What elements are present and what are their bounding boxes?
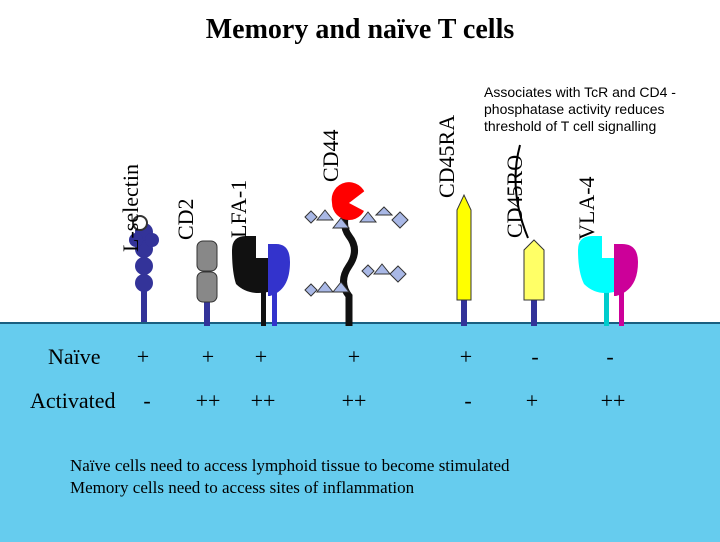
naive-cd45ra: + bbox=[459, 344, 473, 369]
footer-line-naive: Naïve cells need to access lymphoid tiss… bbox=[70, 456, 510, 475]
naive-lfa1: + bbox=[254, 344, 268, 369]
lfa1-molecule bbox=[232, 236, 290, 326]
molecule-label-cd45ra: CD45RA bbox=[434, 114, 459, 198]
molecule-label-vla4: VLA-4 bbox=[574, 176, 599, 240]
activated-cd45ro: + bbox=[525, 388, 539, 413]
activated-cd44: ++ bbox=[341, 388, 367, 413]
cd45ro-annotation: Associates with TcR and CD4 - phosphatas… bbox=[484, 84, 676, 134]
naive-cd45ro: - bbox=[531, 344, 539, 369]
vla4-molecule bbox=[578, 236, 638, 326]
naive-vla4: - bbox=[606, 344, 614, 369]
cd45ro-molecule bbox=[514, 144, 545, 326]
activated-l-selectin: - bbox=[143, 388, 151, 413]
cd45ra-molecule bbox=[456, 193, 472, 326]
l-selectin-molecule bbox=[129, 215, 159, 322]
activated-cd45ra: - bbox=[464, 388, 472, 413]
cd44-molecule bbox=[304, 182, 409, 326]
activated-lfa1: ++ bbox=[250, 388, 276, 413]
molecule-label-cd2: CD2 bbox=[173, 198, 198, 240]
activated-cd2: ++ bbox=[195, 388, 221, 413]
page-title: Memory and naïve T cells bbox=[205, 14, 515, 45]
naive-l-selectin: + bbox=[136, 344, 150, 369]
cd2-molecule bbox=[196, 240, 218, 326]
row-label-naive: Naïve bbox=[48, 344, 101, 369]
cell-membrane bbox=[0, 322, 720, 542]
molecule-label-cd44: CD44 bbox=[318, 129, 343, 182]
naive-cd44: + bbox=[347, 344, 361, 369]
naive-cd2: + bbox=[201, 344, 215, 369]
row-label-activated: Activated bbox=[30, 388, 116, 413]
molecule-label-lfa1: LFA-1 bbox=[226, 179, 251, 238]
molecule-label-l-selectin: L-selectin bbox=[118, 164, 143, 252]
molecule-label-cd45ro: CD45RO bbox=[502, 154, 527, 238]
footer-line-memory: Memory cells need to access sites of inf… bbox=[70, 478, 415, 497]
activated-vla4: ++ bbox=[600, 388, 626, 413]
